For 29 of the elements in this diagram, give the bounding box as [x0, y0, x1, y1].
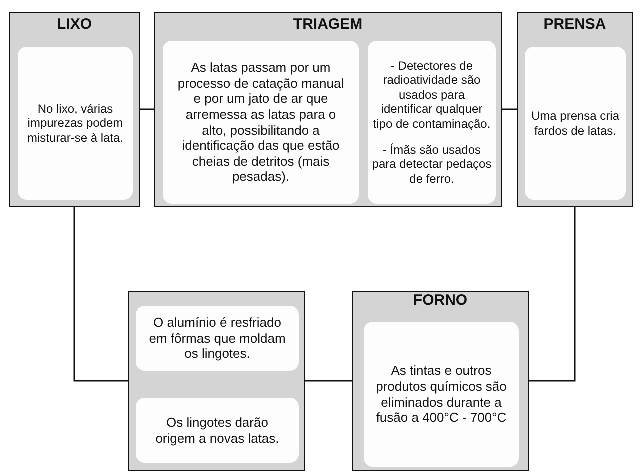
stage-heading: LIXO: [56, 16, 93, 33]
text-card: [364, 322, 519, 467]
connector-line: [502, 108, 517, 110]
stage-panel: [9, 12, 140, 207]
text-card: [136, 306, 299, 371]
description-text: No lixo, várias impurezas podem misturar-se à lata.: [26, 102, 125, 146]
text-card: [525, 47, 626, 200]
text-card: [163, 41, 359, 204]
description-text: O alumínio é resfriado em fôrmas que moldam os lingotes.: [148, 315, 287, 362]
connector-line: [140, 108, 154, 110]
stage-heading: TRIAGEM: [292, 16, 364, 33]
connector-line: [529, 207, 576, 382]
stage-panel: [517, 12, 633, 207]
stage-heading: FORNO: [412, 292, 469, 309]
stage-panel: [154, 12, 502, 207]
text-card: [18, 47, 133, 200]
text-card: [368, 41, 496, 204]
text-card: [136, 398, 299, 463]
description-text: - Detectores de radioatividade são usados para identificar qualquer tipo de contaminação.: [372, 58, 492, 131]
stage-panel: [352, 291, 529, 471]
stage-heading: PRENSA: [542, 16, 608, 33]
description-text: - Ímãs são usados para detectar pedaços de ferro.: [372, 142, 492, 186]
description-text: Uma prensa cria fardos de latas.: [530, 109, 621, 138]
description-text: As tintas e outros produtos químicos são eliminados durante a fusão a 400°C - 700°C: [376, 363, 507, 426]
connector-line: [305, 380, 352, 382]
description-text: Os lingotes darão origem a novas latas.: [154, 414, 280, 446]
description-text: As latas passam por um processo de catação manual e por um jato de ar que arremessa as latas para o alto, possibilitando a identificação das que estão cheias de detritos (mais pesadas).: [176, 60, 346, 185]
connector-line: [74, 207, 128, 382]
stage-box: [128, 291, 305, 471]
